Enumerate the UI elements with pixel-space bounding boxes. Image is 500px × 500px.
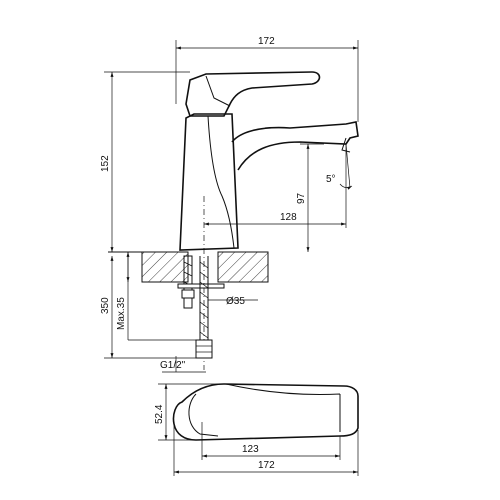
mounting-nut bbox=[181, 289, 195, 299]
hose-connector-nut bbox=[195, 339, 213, 359]
dim-max-mount-thickness: Max.35 bbox=[116, 297, 127, 330]
dim-overall-width-top: 172 bbox=[258, 36, 275, 47]
side-elevation-view: 172 152 97 5° 128 350 Max.35 Ø35 G1/2" bbox=[100, 36, 359, 373]
dim-hose-length: 350 bbox=[100, 297, 111, 314]
lever-handle-detail bbox=[205, 75, 231, 107]
countertop-right bbox=[217, 251, 269, 283]
dim-overall-width-bottom: 172 bbox=[258, 460, 275, 471]
plan-body-outline bbox=[172, 383, 359, 441]
plan-spout-line bbox=[225, 383, 341, 432]
spout bbox=[231, 121, 359, 171]
dim-hole-diameter: Ø35 bbox=[226, 296, 245, 307]
plan-view: 52.4 123 172 bbox=[154, 383, 359, 476]
dim-spout-reach: 128 bbox=[280, 212, 297, 223]
spout-tip bbox=[341, 137, 351, 153]
faucet-body-outline bbox=[179, 113, 239, 251]
faucet-body-inner-curve bbox=[207, 115, 235, 249]
plan-handle-curve bbox=[188, 393, 219, 437]
dim-overall-height: 152 bbox=[100, 155, 111, 172]
dim-spout-height: 97 bbox=[296, 192, 307, 204]
dim-body-depth: 52.4 bbox=[154, 404, 165, 424]
dim-thread: G1/2" bbox=[160, 360, 186, 371]
dim-spout-angle: 5° bbox=[326, 174, 336, 185]
lever-handle bbox=[185, 71, 321, 117]
dim-plan-reach: 123 bbox=[242, 444, 259, 455]
countertop-left bbox=[141, 251, 189, 283]
mounting-plate bbox=[177, 283, 225, 289]
